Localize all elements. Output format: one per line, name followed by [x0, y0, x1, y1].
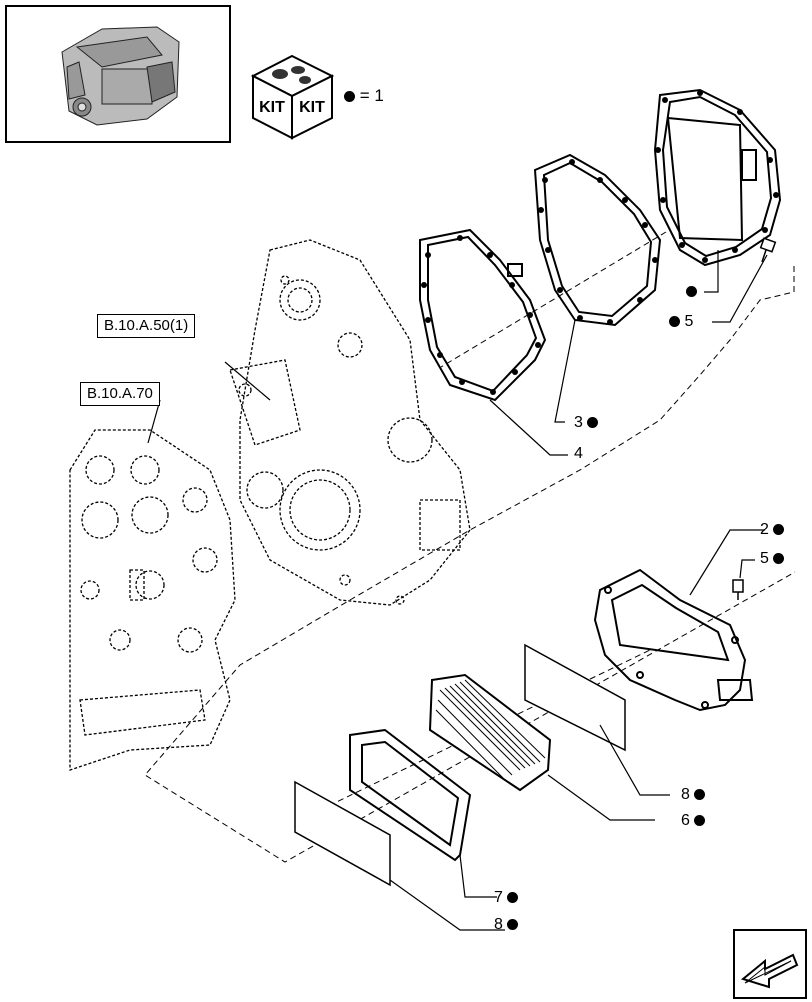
leader-lines — [147, 250, 768, 931]
part-5-bolt-top — [759, 237, 777, 263]
engine-block-outline — [69, 429, 236, 771]
reference-box-engine-block[interactable]: B.10.A.70 — [80, 382, 160, 406]
reference-box-timing-cover[interactable]: B.10.A.50(1) — [97, 314, 196, 338]
filled-circle-icon — [507, 892, 519, 903]
engine-thumbnail-icon — [61, 26, 180, 126]
callout-part-8-bottom[interactable]: 8 — [494, 916, 519, 934]
kit-label-right: KIT — [299, 99, 325, 116]
part-8-sheet-bottom — [294, 780, 391, 887]
kit-label-left: KIT — [259, 99, 285, 116]
callout-number: 2 — [760, 521, 769, 538]
filled-circle-icon — [773, 524, 785, 535]
callout-part-2[interactable]: 2 — [760, 521, 785, 539]
engine-thumbnail[interactable] — [5, 5, 231, 143]
filled-circle-icon — [669, 316, 680, 327]
filled-circle-icon — [686, 286, 697, 297]
part-4-bolt-holes — [421, 235, 541, 395]
next-page-button[interactable] — [733, 929, 807, 999]
callout-part-3[interactable]: 3 — [574, 414, 599, 432]
callout-part-8-top[interactable]: 8 — [681, 786, 706, 804]
kit-legend: = 1 — [344, 86, 384, 106]
reference-label: B.10.A.50(1) — [104, 317, 189, 334]
callout-number: 4 — [574, 445, 583, 462]
part-3-bolt-holes — [538, 159, 658, 325]
callout-part-6[interactable]: 6 — [681, 812, 706, 830]
filled-circle-icon — [773, 553, 785, 564]
callout-number: 8 — [494, 916, 503, 933]
part-1-cover — [653, 88, 782, 267]
part-1-bolt-holes — [655, 90, 779, 263]
filled-circle-icon — [507, 919, 519, 930]
callout-part-5-top[interactable]: 5 — [669, 313, 693, 331]
filled-circle-icon — [694, 815, 706, 826]
callout-number: 5 — [684, 313, 694, 330]
part-2-filter-housing — [593, 568, 754, 712]
part-3-seal — [533, 153, 662, 327]
reference-label: B.10.A.70 — [87, 385, 153, 402]
timing-cover-outline — [229, 239, 471, 606]
part-6-filter-cartridge — [428, 673, 552, 792]
arrow-next-page-icon — [740, 953, 799, 989]
callout-number: 6 — [681, 812, 690, 829]
callout-number: 8 — [681, 786, 690, 803]
callout-number: 5 — [760, 550, 769, 567]
callout-number: 7 — [494, 889, 503, 906]
callout-number: 3 — [574, 414, 583, 431]
filled-circle-icon — [344, 91, 355, 102]
filled-circle-icon — [587, 417, 599, 428]
part-8-sheet-top — [524, 643, 626, 752]
callout-part-1[interactable]: 1 — [686, 283, 697, 301]
kit-cube-icon: KIT KIT — [250, 54, 335, 140]
callout-part-7[interactable]: 7 — [494, 889, 519, 907]
part-5-bolt-mid — [732, 579, 744, 600]
part-4-gasket — [419, 228, 547, 402]
callout-part-4[interactable]: 4 — [574, 445, 583, 463]
kit-legend-value: = 1 — [359, 86, 384, 105]
callout-part-5-mid[interactable]: 5 — [760, 550, 785, 568]
assembly-boundary — [144, 266, 796, 863]
filled-circle-icon — [694, 789, 706, 800]
